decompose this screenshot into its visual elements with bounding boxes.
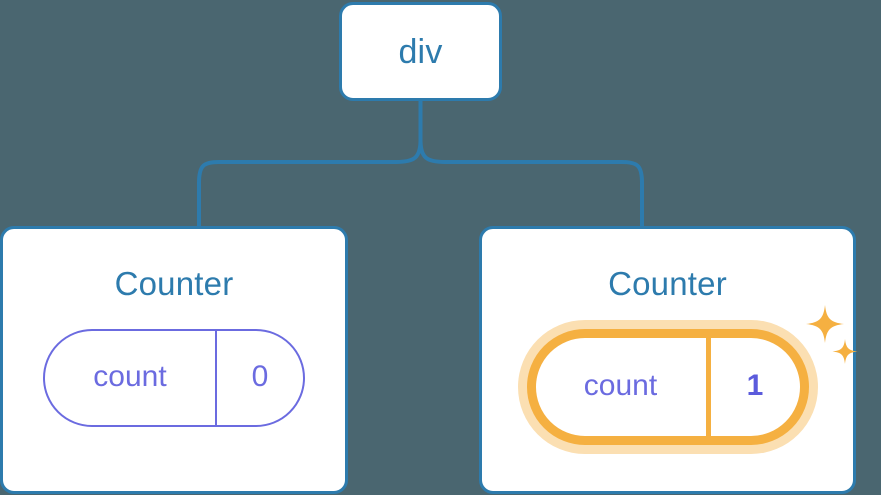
- sparkle-small-icon: [832, 339, 857, 364]
- state-pill-left[interactable]: count 0: [43, 329, 305, 427]
- state-pill-wrapper-right: count 1: [526, 305, 857, 445]
- state-value-left: 0: [251, 360, 269, 393]
- sparkle-group: [799, 301, 861, 385]
- node-counter-left-label: Counter: [114, 265, 234, 302]
- node-counter-right-label: Counter: [608, 265, 727, 302]
- node-counter-right[interactable]: Counter count 1: [479, 226, 857, 494]
- state-value-right: 1: [746, 369, 764, 402]
- connector-branch-right: [418, 139, 644, 226]
- node-div[interactable]: div: [339, 2, 502, 101]
- connector-branch-left: [197, 139, 423, 226]
- state-pill-wrapper-left: count 0: [43, 329, 305, 427]
- state-pill-right[interactable]: count 1: [526, 329, 809, 445]
- node-counter-left[interactable]: Counter count 0: [0, 226, 348, 494]
- state-key-left: count: [45, 331, 217, 425]
- sparkle-large-icon: [805, 305, 844, 343]
- node-div-label: div: [398, 32, 443, 71]
- state-key-right: count: [536, 338, 711, 436]
